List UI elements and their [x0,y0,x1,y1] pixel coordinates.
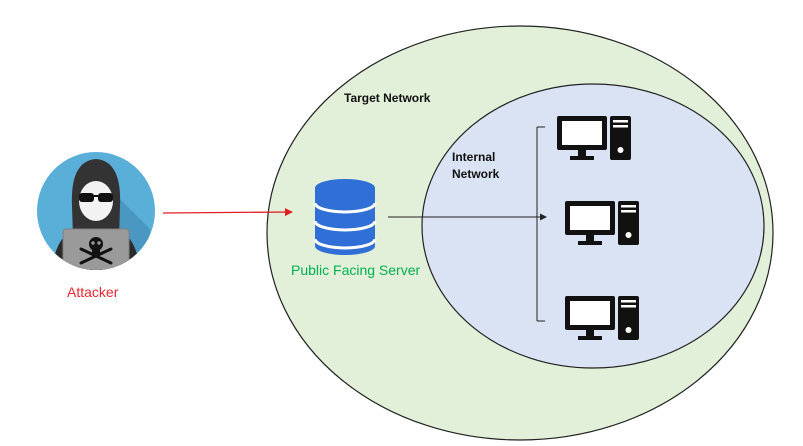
attacker-label: Attacker [67,284,119,300]
target-network-label: Target Network [344,91,431,105]
internal-network-label-line1: Internal [452,150,496,164]
hacker-avatar-icon [37,152,155,270]
database-server-icon [313,179,377,255]
desktop-computer-icon [557,116,631,160]
internal-network-label: Internal Network [452,149,499,183]
desktop-computer-icon [565,201,639,245]
desktop-computer-icon [565,296,639,340]
internal-network-label-line2: Network [452,167,500,181]
attack-arrow [162,208,293,217]
internal-network-bracket [536,126,545,322]
public-server-label: Public Facing Server [291,262,421,278]
